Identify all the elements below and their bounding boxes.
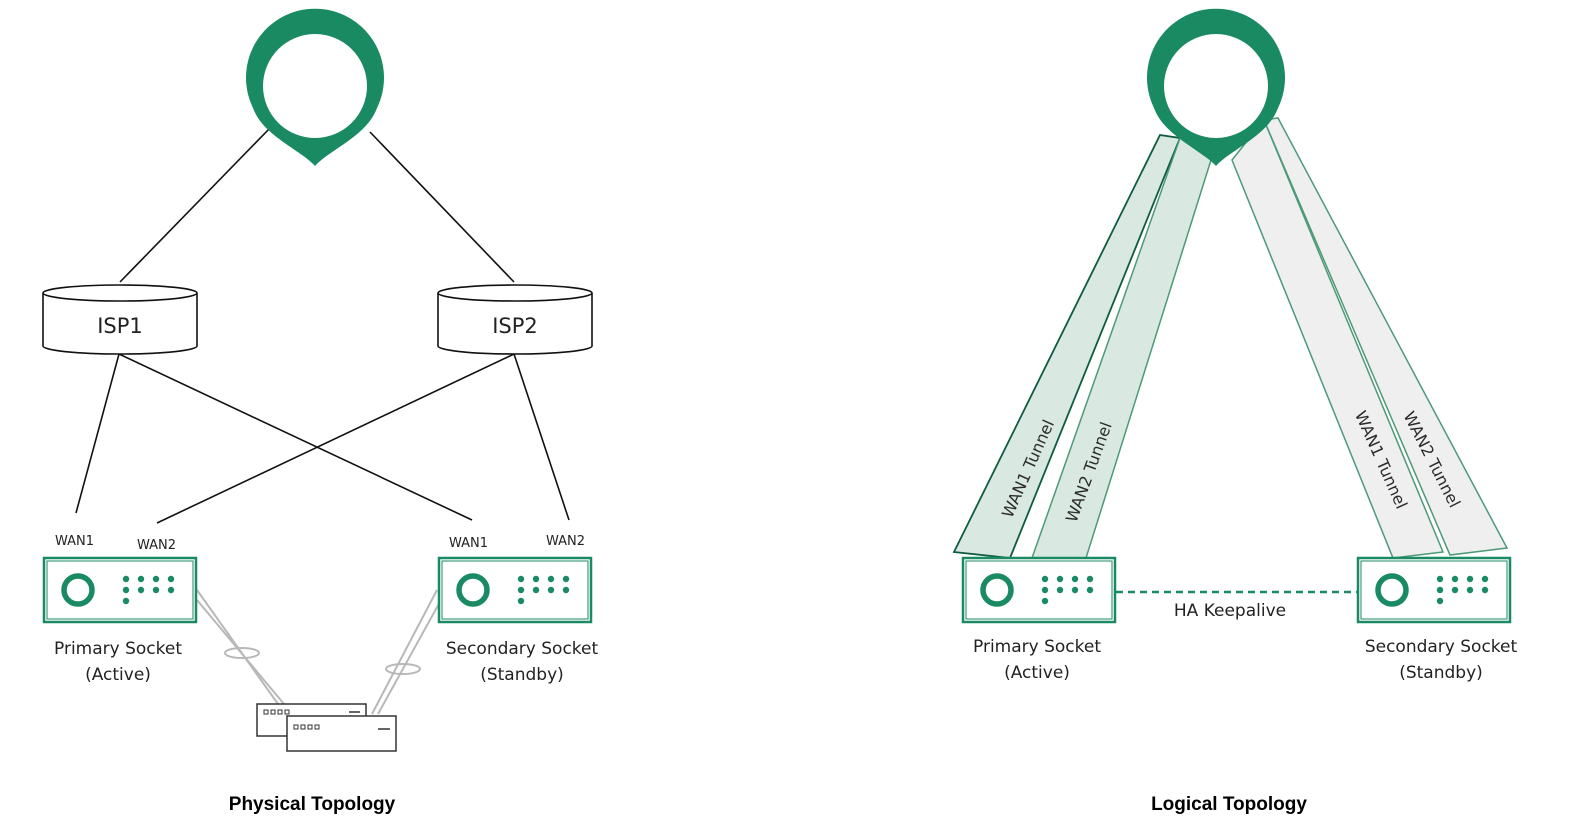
lan-cable-primary <box>196 589 285 705</box>
logical-secondary-state: (Standby) <box>1399 663 1483 683</box>
logical-topology-caption: Logical Topology <box>1151 794 1307 815</box>
link-cloud-isp2 <box>369 131 515 283</box>
logical-cloud-icon <box>1147 8 1285 166</box>
logical-secondary-name: Secondary Socket <box>1365 637 1518 657</box>
isp2-label: ISP2 <box>492 314 538 338</box>
lan-cable-secondary <box>371 589 442 715</box>
secondary-wan1-label: WAN1 <box>449 536 488 551</box>
secondary-wan2-tunnel <box>1262 117 1509 556</box>
physical-primary-name: Primary Socket <box>54 639 182 659</box>
logical-primary-name: Primary Socket <box>973 637 1101 657</box>
primary-wan1-label: WAN1 <box>55 534 94 549</box>
lan-switch-icon <box>256 703 397 752</box>
ha-keepalive-label: HA Keepalive <box>1174 601 1286 621</box>
primary-wan2-label: WAN2 <box>137 538 176 553</box>
physical-secondary-name: Secondary Socket <box>446 639 599 659</box>
secondary-socket-icon <box>439 558 591 622</box>
link-isp1-secondary-wan1 <box>118 353 473 521</box>
logical-primary-socket-icon <box>963 558 1115 622</box>
link-isp2-primary-wan2 <box>156 353 515 524</box>
link-isp2-secondary-wan2 <box>513 353 570 521</box>
link-isp1-primary-wan1 <box>75 353 120 514</box>
physical-primary-state: (Active) <box>85 665 151 685</box>
link-cloud-isp1 <box>119 127 271 283</box>
physical-topology-caption: Physical Topology <box>229 794 396 815</box>
isp1-label: ISP1 <box>97 314 143 338</box>
physical-secondary-state: (Standby) <box>480 665 564 685</box>
primary-socket-icon <box>44 558 196 622</box>
logical-secondary-socket-icon <box>1358 558 1510 622</box>
secondary-wan2-label: WAN2 <box>546 534 585 549</box>
cloud-icon <box>246 8 384 166</box>
secondary-wan1-tunnel <box>1231 118 1445 559</box>
logical-topology: WAN1 Tunnel WAN2 Tunnel WAN1 Tunnel WAN2… <box>952 8 1518 815</box>
physical-topology: ISP1 ISP2 WAN1 WAN2 WAN1 WAN2 <box>42 8 599 815</box>
logical-primary-state: (Active) <box>1004 663 1070 683</box>
isp1-cylinder: ISP1 <box>42 284 198 355</box>
isp2-cylinder: ISP2 <box>437 284 593 355</box>
